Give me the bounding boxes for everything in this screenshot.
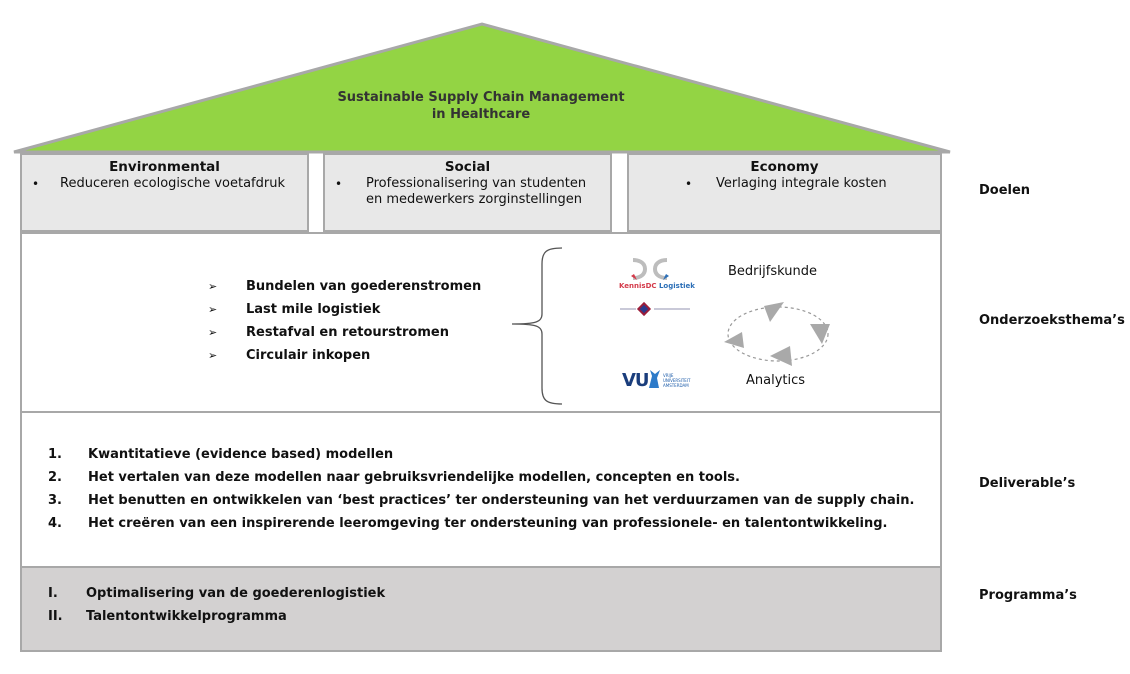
arrow-bullet-icon: ➢ [208, 326, 218, 339]
programs-list: I. Optimalisering van de goederenlogisti… [48, 586, 385, 632]
logo-line-left [620, 308, 636, 310]
kennisdc-logo: KennisDC Logistiek [619, 256, 699, 290]
goal-bullet-environmental: • Reduceren ecologische voetafdruk [22, 176, 307, 192]
goal-title-social: Social [444, 159, 491, 175]
arrow-bullet-icon: ➢ [208, 303, 218, 316]
theme-item: ➢ Bundelen van goederenstromen [208, 279, 481, 302]
deliverable-number: 3. [48, 493, 62, 508]
goal-text-economy: Verlaging integrale kosten [716, 176, 887, 191]
programs-band: I. Optimalisering van de goederenlogisti… [20, 566, 942, 652]
goal-box-environmental: Environmental • Reduceren ecologische vo… [20, 153, 309, 232]
theme-item: ➢ Circulair inkopen [208, 348, 481, 371]
vu-griffin-icon [649, 370, 660, 388]
deliverable-item: 2. Het vertalen van deze modellen naar g… [48, 470, 914, 493]
program-item: I. Optimalisering van de goederenlogisti… [48, 586, 385, 609]
bullet-dot: • [32, 177, 40, 191]
program-text: Talentontwikkelprogramma [86, 609, 287, 624]
themes-band: ➢ Bundelen van goederenstromen ➢ Last mi… [20, 232, 942, 413]
theme-item-label: Last mile logistiek [246, 302, 381, 317]
program-number: I. [48, 586, 58, 601]
vu-logo-subtext: VRIJE UNIVERSITEIT AMSTERDAM [663, 373, 691, 388]
deliverable-item: 4. Het creëren van een inspirerende leer… [48, 516, 914, 539]
bullet-dot: • [335, 177, 343, 191]
deliverables-band: 1. Kwantitatieve (evidence based) modell… [20, 411, 942, 568]
logo-line-right [654, 308, 690, 310]
deliverable-text: Het vertalen van deze modellen naar gebr… [88, 470, 740, 485]
goal-text-social-line2: en medewerkers zorginstellingen [366, 192, 582, 207]
cycle-arrows-icon [724, 302, 830, 366]
kennisdc-mark-icon [631, 258, 669, 280]
goal-box-economy: Economy • Verlaging integrale kosten [627, 153, 942, 232]
row-label-programs: Programma’s [979, 588, 1077, 603]
theme-item-label: Circulair inkopen [246, 348, 371, 363]
deliverable-text: Het benutten en ontwikkelen van ‘best pr… [88, 493, 915, 508]
arrow-bullet-icon: ➢ [208, 349, 218, 362]
program-item: II. Talentontwikkelprogramma [48, 609, 385, 632]
row-label-deliverables: Deliverable’s [979, 476, 1076, 491]
goal-box-social: Social • Professionalisering van student… [323, 153, 612, 232]
goal-text-social-line1: Professionalisering van studenten [366, 176, 587, 191]
deliverable-item: 1. Kwantitatieve (evidence based) modell… [48, 447, 914, 470]
goal-title-economy: Economy [750, 159, 819, 175]
bullet-dot: • [685, 177, 693, 191]
hogeschool-mark-icon [636, 301, 652, 317]
theme-item-label: Restafval en retourstromen [246, 325, 449, 340]
roof-title: Sustainable Supply Chain Management in H… [281, 89, 681, 123]
row-label-goals: Doelen [979, 183, 1031, 198]
deliverables-list: 1. Kwantitatieve (evidence based) modell… [48, 447, 914, 539]
arrow-bullet-icon: ➢ [208, 280, 218, 293]
vu-logo: VU VRIJE UNIVERSITEIT AMSTERDAM [622, 368, 702, 392]
deliverable-number: 1. [48, 447, 62, 462]
curly-brace-icon [511, 247, 563, 405]
roof-triangle [13, 22, 951, 154]
program-text: Optimalisering van de goederenlogistiek [86, 586, 386, 601]
vu-logo-text: VU [622, 370, 650, 391]
roof-title-line2: in Healthcare [431, 107, 531, 122]
kennisdc-text-part1: KennisDC [619, 282, 657, 290]
deliverable-number: 2. [48, 470, 62, 485]
kennisdc-text-part2: Logistiek [656, 282, 695, 290]
cycle-label-bedrijfskunde: Bedrijfskunde [728, 264, 817, 279]
roof-title-line1: Sustainable Supply Chain Management [337, 90, 625, 105]
cycle-label-analytics: Analytics [746, 373, 806, 388]
deliverable-text: Het creëren van een inspirerende leeromg… [88, 516, 888, 531]
row-label-themes: Onderzoeksthema’s [979, 313, 1125, 328]
theme-list: ➢ Bundelen van goederenstromen ➢ Last mi… [208, 279, 481, 371]
goal-text-environmental: Reduceren ecologische voetafdruk [60, 176, 285, 191]
goal-bullet-economy: • Verlaging integrale kosten [629, 176, 940, 192]
theme-item-label: Bundelen van goederenstromen [246, 279, 482, 294]
deliverable-item: 3. Het benutten en ontwikkelen van ‘best… [48, 493, 914, 516]
theme-item: ➢ Restafval en retourstromen [208, 325, 481, 348]
goal-title-environmental: Environmental [109, 159, 220, 175]
program-number: II. [48, 609, 63, 624]
deliverable-number: 4. [48, 516, 62, 531]
theme-item: ➢ Last mile logistiek [208, 302, 481, 325]
deliverable-text: Kwantitatieve (evidence based) modellen [88, 447, 394, 462]
hogeschool-logo [620, 301, 700, 317]
kennisdc-logo-text: KennisDC Logistiek [619, 282, 699, 290]
goal-bullet-social: • Professionalisering van studenten en m… [325, 176, 610, 208]
